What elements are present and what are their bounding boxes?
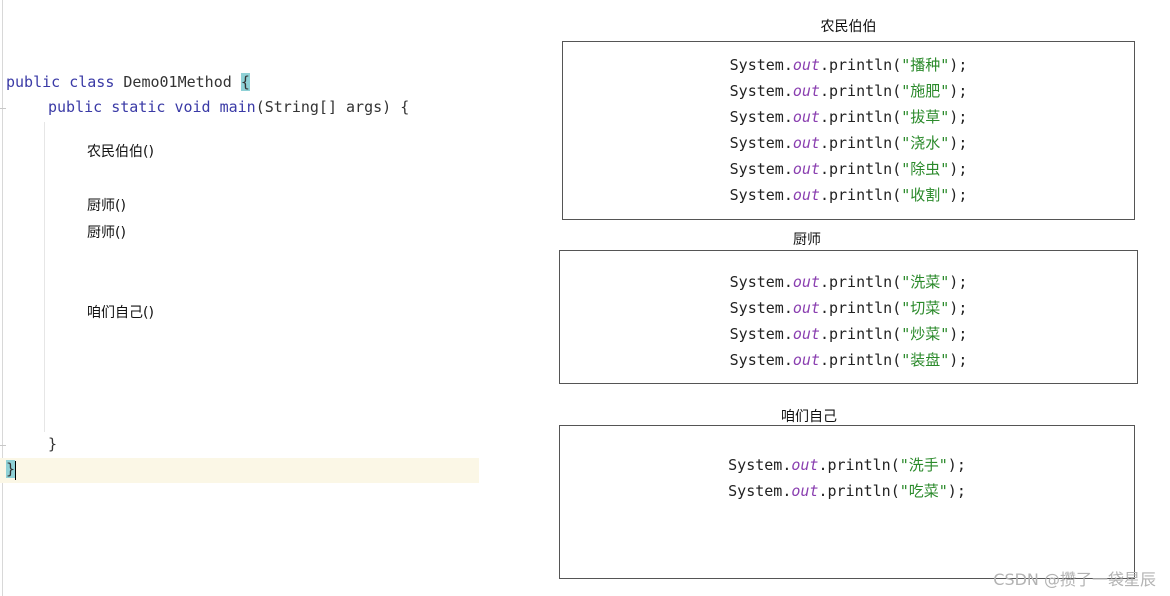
- box-title: 农民伯伯: [820, 19, 877, 35]
- text-caret: [15, 461, 16, 480]
- gutter-line: [2, 0, 3, 596]
- fold-marker: [0, 108, 6, 109]
- statement-line: System.out.println("收割");: [729, 186, 968, 204]
- open-brace: {: [240, 73, 250, 91]
- statement-line: System.out.println("除虫");: [729, 160, 968, 178]
- class-name: Demo01Method: [123, 73, 232, 91]
- statement-list: System.out.println("洗手"); System.out.pri…: [560, 452, 1134, 504]
- fold-marker: [0, 445, 6, 446]
- class-declaration-line: public class Demo01Method {: [6, 73, 250, 91]
- statement-line: System.out.println("吃菜");: [728, 482, 966, 500]
- statement-line: System.out.println("洗手");: [728, 456, 966, 474]
- method-params: (String[] args) {: [255, 98, 410, 116]
- keyword: public: [6, 73, 61, 91]
- keyword: void: [174, 98, 211, 116]
- statement-line: System.out.println("炒菜");: [729, 325, 968, 343]
- keyword: class: [69, 73, 115, 91]
- method-name: main: [219, 98, 256, 116]
- statement-line: System.out.println("拔草");: [729, 108, 968, 126]
- method-call: 厨师(): [87, 225, 126, 241]
- method-call: 咱们自己(): [87, 305, 154, 321]
- keyword: static: [111, 98, 166, 116]
- close-brace-outer: }: [6, 460, 16, 478]
- keyword: public: [48, 98, 103, 116]
- statement-line: System.out.println("浇水");: [729, 134, 968, 152]
- code-box-chef: System.out.println("洗菜"); System.out.pri…: [559, 250, 1138, 384]
- indent-guide: [44, 122, 45, 432]
- statement-line: System.out.println("装盘");: [729, 351, 968, 369]
- close-brace-inner: }: [48, 435, 58, 453]
- statement-list: System.out.println("洗菜"); System.out.pri…: [560, 269, 1137, 373]
- statement-list: System.out.println("播种"); System.out.pri…: [563, 52, 1134, 208]
- statement-line: System.out.println("洗菜");: [729, 273, 968, 291]
- close-brace: }: [6, 460, 16, 478]
- code-box-ourselves: System.out.println("洗手"); System.out.pri…: [559, 425, 1135, 579]
- statement-line: System.out.println("施肥");: [729, 82, 968, 100]
- box-title: 厨师: [793, 232, 821, 248]
- watermark: CSDN @攒了一袋星辰: [993, 570, 1156, 589]
- method-call: 厨师(): [87, 198, 126, 214]
- statement-line: System.out.println("播种");: [729, 56, 968, 74]
- statement-line: System.out.println("切菜");: [729, 299, 968, 317]
- current-line-highlight: [0, 458, 479, 483]
- code-box-farmer: System.out.println("播种"); System.out.pri…: [562, 41, 1135, 220]
- code-editor[interactable]: public class Demo01Method { public stati…: [0, 0, 480, 596]
- method-call: 农民伯伯(): [87, 144, 154, 160]
- main-method-line: public static void main(String[] args) {: [48, 98, 409, 116]
- box-title: 咱们自己: [781, 409, 837, 425]
